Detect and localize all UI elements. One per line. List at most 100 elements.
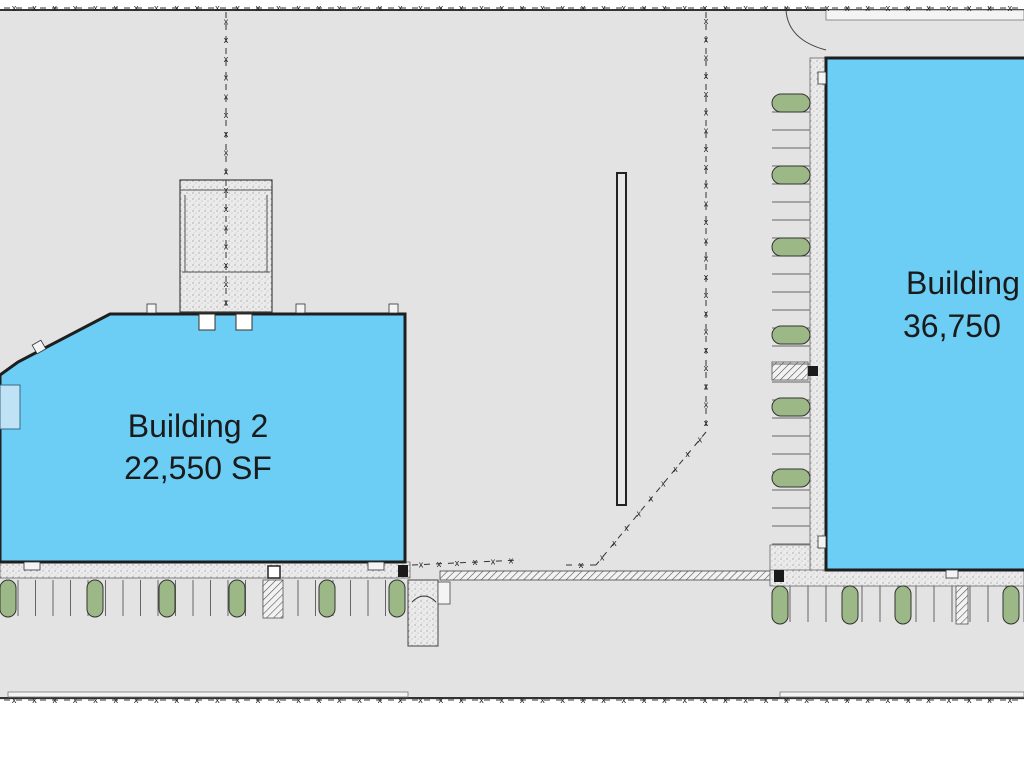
fence-x-mark: x bbox=[704, 217, 709, 227]
fence-x-mark: x bbox=[235, 695, 240, 705]
building-2-annex bbox=[0, 384, 21, 430]
fence-x-mark: x bbox=[195, 695, 200, 705]
wall-fixture bbox=[295, 303, 306, 314]
fence-x-mark: x bbox=[947, 3, 952, 13]
fence-x-mark: x bbox=[704, 290, 709, 300]
fence-x-mark: x bbox=[317, 695, 322, 705]
fence-x-mark: x bbox=[378, 695, 383, 705]
landscape-island bbox=[388, 579, 406, 618]
fence-x-mark: x bbox=[540, 695, 545, 705]
fence-x-mark: x bbox=[662, 3, 667, 13]
fence-x-mark: x bbox=[865, 3, 870, 13]
fence-x-mark: x bbox=[317, 3, 322, 13]
fence-x-mark: x bbox=[224, 73, 229, 83]
fence-lines: xxxxxxxxxxxxxxxxxxxxxxxxxxxxxxxxxxxxxxxx… bbox=[4, 3, 1020, 705]
building-3: Building 36,750 bbox=[769, 56, 1024, 625]
fence-x-mark: x bbox=[473, 557, 478, 567]
parking-column-building-3 bbox=[771, 93, 811, 545]
fence-x-mark: x bbox=[224, 91, 229, 101]
building-2-footprint bbox=[0, 312, 407, 564]
fence-x-mark: x bbox=[195, 3, 200, 13]
building-3-name: Building bbox=[906, 265, 1020, 301]
bottom-curb bbox=[7, 691, 409, 698]
fence-x-mark: x bbox=[704, 235, 709, 245]
fence-x-mark: x bbox=[662, 695, 667, 705]
fence-x-mark: x bbox=[509, 555, 514, 565]
fence-x-mark: x bbox=[224, 260, 229, 270]
fence-x-mark: x bbox=[698, 434, 703, 444]
landscape-island bbox=[771, 585, 789, 625]
fence-x-mark: x bbox=[967, 695, 972, 705]
fence-x-mark: x bbox=[804, 3, 809, 13]
fence-x-mark: x bbox=[661, 479, 666, 489]
fence-x-mark: x bbox=[704, 381, 709, 391]
fence-x-mark: x bbox=[704, 199, 709, 209]
fence-x-mark: x bbox=[520, 695, 525, 705]
fence-x-mark: x bbox=[439, 695, 444, 705]
fence-x-mark: x bbox=[704, 308, 709, 318]
fence-x-mark: x bbox=[520, 3, 525, 13]
fence-x-mark: x bbox=[704, 144, 709, 154]
wall-fixture bbox=[817, 535, 827, 549]
fence-x-mark: x bbox=[825, 695, 830, 705]
fence-x-mark: x bbox=[743, 3, 748, 13]
fence-line bbox=[595, 12, 707, 566]
fence-x-mark: x bbox=[682, 695, 687, 705]
fence-x-mark: x bbox=[12, 3, 17, 13]
landscape-divider bbox=[616, 172, 627, 506]
building-3-footprint bbox=[824, 56, 1024, 572]
fence-x-mark: x bbox=[398, 695, 403, 705]
fence-x-mark: x bbox=[825, 3, 830, 13]
fence-x-mark: x bbox=[12, 695, 17, 705]
fence-x-mark: x bbox=[224, 110, 229, 120]
fence-x-mark: x bbox=[53, 3, 58, 13]
fence-x-mark: x bbox=[500, 3, 505, 13]
utility-box bbox=[774, 570, 784, 582]
fence-x-mark: x bbox=[764, 695, 769, 705]
fence-x-mark: x bbox=[682, 3, 687, 13]
fence-x-mark: x bbox=[114, 695, 119, 705]
fence-x-mark: x bbox=[704, 400, 709, 410]
accessible-aisle-hatch bbox=[771, 361, 809, 381]
fence-x-mark: x bbox=[224, 223, 229, 233]
wall-fixture bbox=[146, 303, 157, 314]
fence-x-mark: x bbox=[624, 523, 629, 533]
fence-x-mark: x bbox=[276, 3, 281, 13]
bottom-curb-right bbox=[779, 691, 1024, 698]
fence-x-mark: x bbox=[704, 107, 709, 117]
fence-x-mark: x bbox=[224, 129, 229, 139]
fence-x-mark: x bbox=[673, 464, 678, 474]
fence-x-mark: x bbox=[704, 53, 709, 63]
fence-x-mark: x bbox=[561, 3, 566, 13]
building-2-name: Building 2 bbox=[128, 408, 269, 444]
fence-x-mark: x bbox=[601, 695, 606, 705]
fence-x-mark: x bbox=[418, 3, 423, 13]
top-sidewalk bbox=[825, 9, 1024, 21]
landscape-island bbox=[771, 397, 811, 417]
fence-x-mark: x bbox=[703, 3, 708, 13]
fence-x-mark: x bbox=[357, 3, 362, 13]
fence-x-mark: x bbox=[764, 3, 769, 13]
wall-fixture bbox=[817, 71, 827, 85]
utility-box bbox=[398, 565, 408, 577]
fence-x-mark: x bbox=[337, 3, 342, 13]
fence-x-mark: x bbox=[723, 695, 728, 705]
fence-x-mark: x bbox=[93, 695, 98, 705]
fence-x-mark: x bbox=[600, 553, 605, 563]
fence-x-mark: x bbox=[439, 3, 444, 13]
fence-x-mark: x bbox=[926, 3, 931, 13]
landscape-island bbox=[228, 579, 246, 618]
fence-x-mark: x bbox=[704, 254, 709, 264]
fence-x-mark: x bbox=[459, 695, 464, 705]
landscape-island bbox=[771, 93, 811, 113]
entry-door bbox=[198, 313, 216, 331]
fence-x-mark: x bbox=[500, 695, 505, 705]
fence-x-mark: x bbox=[455, 558, 460, 568]
fence-x-mark: x bbox=[224, 185, 229, 195]
fence-x-mark: x bbox=[73, 3, 78, 13]
fence-x-mark: x bbox=[93, 3, 98, 13]
fence-x-mark: x bbox=[134, 695, 139, 705]
fence-x-mark: x bbox=[886, 3, 891, 13]
fence-x-mark: x bbox=[73, 695, 78, 705]
